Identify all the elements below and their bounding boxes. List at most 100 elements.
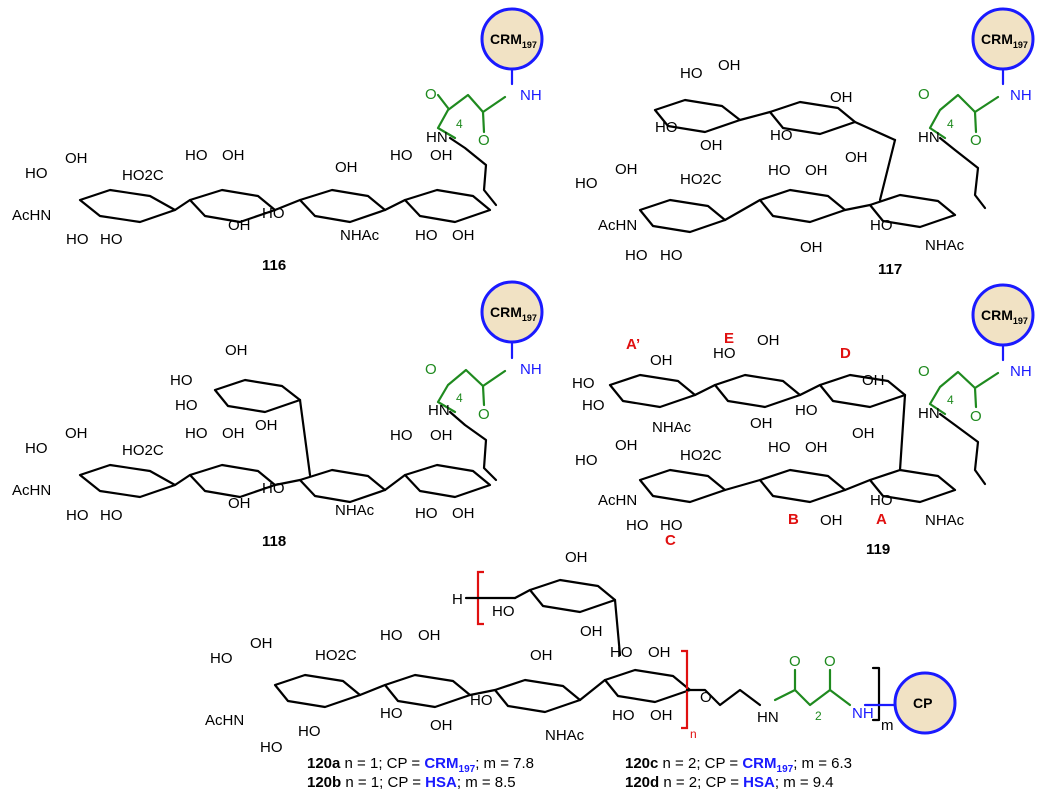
oh-label: OH: [700, 137, 723, 154]
oh-label: OH: [757, 332, 780, 349]
oh-label: OH: [862, 372, 885, 389]
achn-label: AcHN: [598, 217, 637, 234]
legend-120b: 120b n = 1; CP = HSA; m = 8.5: [307, 774, 516, 791]
ho-label: HO: [572, 375, 595, 392]
compound-118: CRM197 NH O 4 O HN OH HO HO OH HO OH HO2…: [12, 280, 544, 550]
compound-number: 118: [262, 533, 286, 550]
oh-label: OH: [225, 342, 248, 359]
ho-label: HO: [610, 644, 633, 661]
ho-label: HO: [262, 480, 285, 497]
ring-label-c: C: [665, 532, 676, 549]
ho2c-label: HO2C: [315, 647, 357, 664]
linker-count: 4: [456, 391, 463, 405]
achn-label: AcHN: [205, 712, 244, 729]
nhac-label: NHAc: [545, 727, 585, 744]
ho-label: HO: [470, 692, 493, 709]
oh-label: OH: [615, 161, 638, 178]
nhac-label: NHAc: [340, 227, 380, 244]
oh-label: OH: [452, 227, 475, 244]
ho-label: HO: [66, 507, 89, 524]
achn-label: AcHN: [598, 492, 637, 509]
oh-label: OH: [430, 717, 453, 734]
ho-label: HO: [575, 175, 598, 192]
oh-label: OH: [580, 623, 603, 640]
ho-label: HO: [612, 707, 635, 724]
ho-label: HO: [768, 162, 791, 179]
oh-label: OH: [530, 647, 553, 664]
compound-number: 116: [262, 257, 286, 274]
oh-label: OH: [718, 57, 741, 74]
o-label: O: [789, 653, 801, 670]
legend-120c: 120c n = 2; CP = CRM197; m = 6.3: [625, 755, 852, 775]
oh-label: OH: [650, 707, 673, 724]
linker-count: 4: [456, 117, 463, 131]
ho-label: HO: [415, 227, 438, 244]
ho-label: HO: [185, 425, 208, 442]
oh-label: OH: [228, 495, 251, 512]
linker-count: 4: [947, 117, 954, 131]
oh-label: OH: [222, 147, 245, 164]
ho-label: HO: [100, 231, 123, 248]
oh-label: OH: [452, 505, 475, 522]
ho-label: HO: [390, 427, 413, 444]
ho-label: HO: [380, 705, 403, 722]
o-label: O: [700, 689, 712, 706]
ho-label: HO: [625, 247, 648, 264]
oh-label: OH: [615, 437, 638, 454]
nhac-label: NHAc: [652, 419, 692, 436]
nh-label: NH: [852, 705, 874, 722]
ho-label: HO: [582, 397, 605, 414]
ho-label: HO: [768, 439, 791, 456]
oh-label: OH: [418, 627, 441, 644]
crm-label: CRM197: [981, 307, 1028, 326]
crm-label: CRM197: [981, 31, 1028, 50]
ho2c-label: HO2C: [680, 171, 722, 188]
oh-label: OH: [255, 417, 278, 434]
ho2c-label: HO2C: [680, 447, 722, 464]
hn-label: HN: [757, 709, 779, 726]
oh-label: OH: [650, 352, 673, 369]
ho-label: HO: [415, 505, 438, 522]
nhac-label: NHAc: [925, 237, 965, 254]
oh-label: OH: [335, 159, 358, 176]
crm-label: CRM197: [490, 31, 537, 50]
linker-count: 4: [947, 393, 954, 407]
ho-label: HO: [100, 507, 123, 524]
ring-label-a: A: [876, 511, 887, 528]
cp-label: CP: [913, 695, 932, 711]
hn-label: HN: [428, 402, 450, 419]
legend-120d: 120d n = 2; CP = HSA; m = 9.4: [625, 774, 834, 791]
o-label: O: [478, 132, 490, 149]
oh-label: OH: [222, 425, 245, 442]
ho-label: HO: [713, 345, 736, 362]
oh-label: OH: [250, 635, 273, 652]
ho-label: HO: [626, 517, 649, 534]
achn-label: AcHN: [12, 482, 51, 499]
ho-label: HO: [492, 603, 515, 620]
oh-label: OH: [430, 147, 453, 164]
oh-label: OH: [800, 239, 823, 256]
ring-label-b: B: [788, 511, 799, 528]
oh-label: OH: [648, 644, 671, 661]
ring-label-e: E: [724, 330, 734, 347]
oh-label: OH: [820, 512, 843, 529]
cp-carrier: [893, 671, 957, 735]
hn-label: HN: [918, 405, 940, 422]
ho-label: HO: [870, 217, 893, 234]
ho-label: HO: [660, 247, 683, 264]
hn-label: HN: [426, 129, 448, 146]
ring-label-d: D: [840, 345, 851, 362]
ho-label: HO: [770, 127, 793, 144]
repeat-m-label: m: [881, 717, 894, 734]
ho-label: HO: [185, 147, 208, 164]
oh-label: OH: [750, 415, 773, 432]
compound-116: CRM197 NH O 4 O HN HO OH HO2C AcHN HO HO…: [12, 7, 544, 274]
nh-label: NH: [520, 361, 542, 378]
oh-label: OH: [65, 425, 88, 442]
ho-label: HO: [170, 372, 193, 389]
o-label: O: [918, 363, 930, 380]
o-label: O: [970, 132, 982, 149]
nh-label: NH: [1010, 87, 1032, 104]
ho-label: HO: [390, 147, 413, 164]
